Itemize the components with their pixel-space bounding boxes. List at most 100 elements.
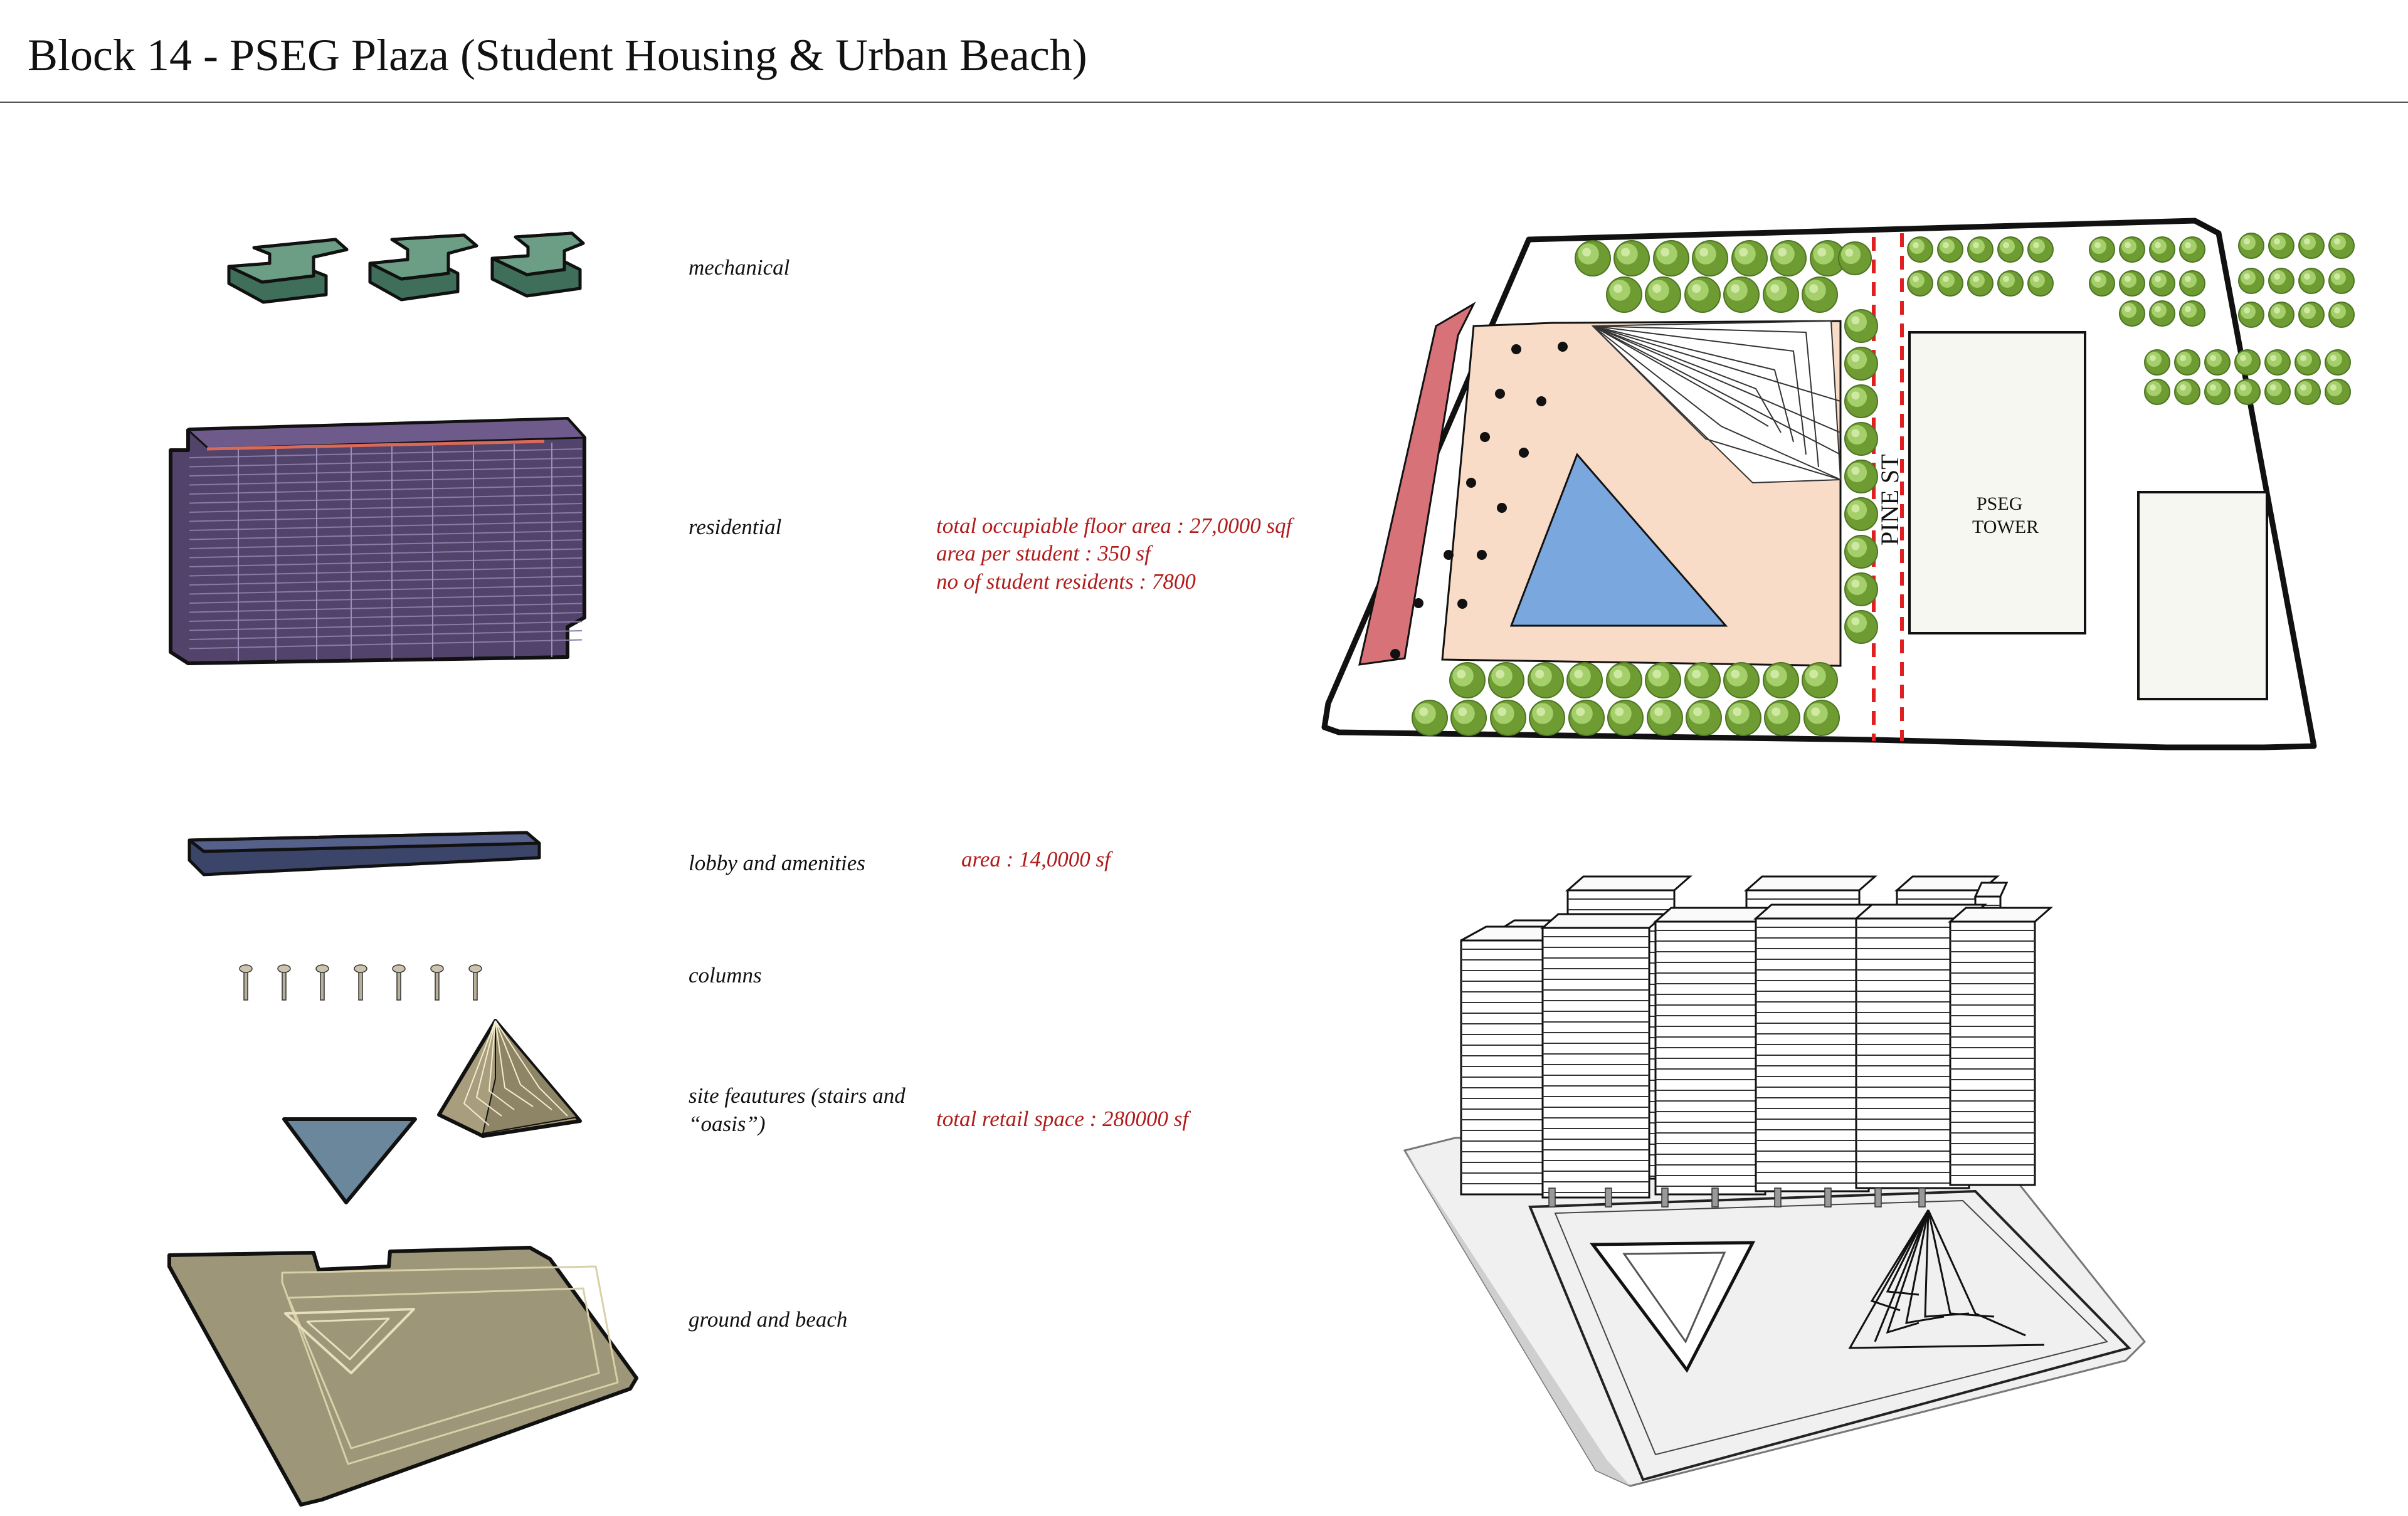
- tree: [2325, 349, 2351, 376]
- tree: [1997, 270, 2024, 297]
- model-column: [1824, 1187, 1832, 1208]
- tree: [1606, 662, 1642, 698]
- layer-label-site-features: site feautures (stairs and: [689, 1083, 906, 1108]
- model-column: [1605, 1187, 1612, 1208]
- tree: [1907, 236, 1933, 263]
- tree: [1686, 700, 1722, 736]
- model-building: [1460, 875, 2053, 1208]
- tree: [2027, 236, 2054, 263]
- plaza-stairs: [1591, 320, 1842, 484]
- column-dot: [1536, 396, 1546, 406]
- column: [239, 964, 253, 1001]
- model-column: [1711, 1187, 1719, 1208]
- tree: [1566, 662, 1603, 698]
- column-dot: [1511, 344, 1521, 354]
- column-dot: [1519, 448, 1529, 458]
- residential-note-residents: no of student residents : 7800: [936, 569, 1196, 594]
- tree: [1967, 236, 1993, 263]
- column-dot: [1558, 342, 1568, 352]
- tree: [1802, 662, 1838, 698]
- tree: [1844, 347, 1878, 381]
- tree: [1937, 270, 1963, 297]
- tree: [2298, 233, 2325, 259]
- residential-note-area-per-student: area per student : 350 sf: [936, 541, 1151, 566]
- tree: [1844, 497, 1878, 531]
- page-title: Block 14 - PSEG Plaza (Student Housing &…: [28, 30, 1087, 80]
- site-features-note-retail: total retail space : 280000 sf: [936, 1107, 1189, 1131]
- tree: [2119, 270, 2145, 297]
- model-tower: [1948, 907, 2053, 1186]
- tree: [1723, 276, 1760, 313]
- tree: [2149, 300, 2175, 327]
- lobby-note-area: area : 14,0000 sf: [961, 847, 1111, 871]
- tree: [1937, 236, 1963, 263]
- mechanical-layer: [227, 231, 585, 304]
- tree: [2238, 302, 2264, 328]
- mechanical-block: [368, 233, 478, 302]
- tree: [2149, 270, 2175, 297]
- tree: [2325, 379, 2351, 405]
- tree: [1844, 610, 1878, 644]
- tree: [2328, 233, 2355, 259]
- column: [315, 964, 329, 1001]
- tree: [2149, 236, 2175, 263]
- tree: [1684, 662, 1721, 698]
- columns-layer: [239, 964, 482, 1001]
- tree: [1490, 700, 1526, 736]
- model-stairs: [1848, 1209, 2045, 1349]
- column-dot: [1444, 550, 1454, 560]
- column-dot: [1413, 598, 1423, 608]
- tree: [2174, 379, 2200, 405]
- column-dot: [1497, 503, 1507, 513]
- tree: [1647, 700, 1683, 736]
- column-dot: [1495, 389, 1505, 399]
- tree: [1838, 241, 1872, 275]
- tree: [2294, 379, 2321, 405]
- tree: [1575, 240, 1611, 276]
- column: [277, 964, 291, 1001]
- tree: [1723, 662, 1760, 698]
- tree: [1967, 270, 1993, 297]
- tree: [2144, 379, 2170, 405]
- tree: [1645, 662, 1681, 698]
- model-tower: [1540, 913, 1667, 1199]
- tree: [1802, 276, 1838, 313]
- pool: [1509, 453, 1728, 627]
- tree: [2268, 302, 2294, 328]
- mechanical-block: [490, 231, 585, 298]
- column-dot: [1466, 478, 1476, 488]
- tree: [2298, 268, 2325, 294]
- residential-layer: [169, 417, 587, 665]
- pseg-tower-footprint: [1908, 331, 2086, 634]
- tree: [1764, 700, 1800, 736]
- tree: [1613, 240, 1650, 276]
- tree: [1731, 240, 1768, 276]
- column-dot: [1457, 599, 1467, 609]
- layer-label-site-features-line2: “oasis”): [689, 1112, 766, 1136]
- model-column: [1774, 1187, 1782, 1208]
- model-column: [1661, 1187, 1669, 1208]
- tree: [2264, 349, 2291, 376]
- layer-label-residential: residential: [689, 515, 782, 539]
- model-tower: [1753, 903, 1887, 1192]
- model-column: [1548, 1187, 1556, 1208]
- street-label: PINE ST: [1876, 454, 1904, 545]
- tree: [1606, 276, 1642, 313]
- model-tower: [1653, 907, 1783, 1196]
- tree: [1844, 384, 1878, 418]
- tree: [1725, 700, 1761, 736]
- tree: [1844, 309, 1878, 343]
- column-dots: [1390, 342, 1568, 659]
- tree: [1692, 240, 1728, 276]
- mechanical-block: [227, 238, 349, 304]
- tree: [2179, 236, 2205, 263]
- tree: [2298, 302, 2325, 328]
- residential-note-floor-area: total occupiable floor area : 27,0000 sq…: [936, 513, 1292, 538]
- title-divider: [0, 102, 2408, 103]
- tree: [1810, 240, 1846, 276]
- tree: [1488, 662, 1524, 698]
- tree: [2089, 236, 2115, 263]
